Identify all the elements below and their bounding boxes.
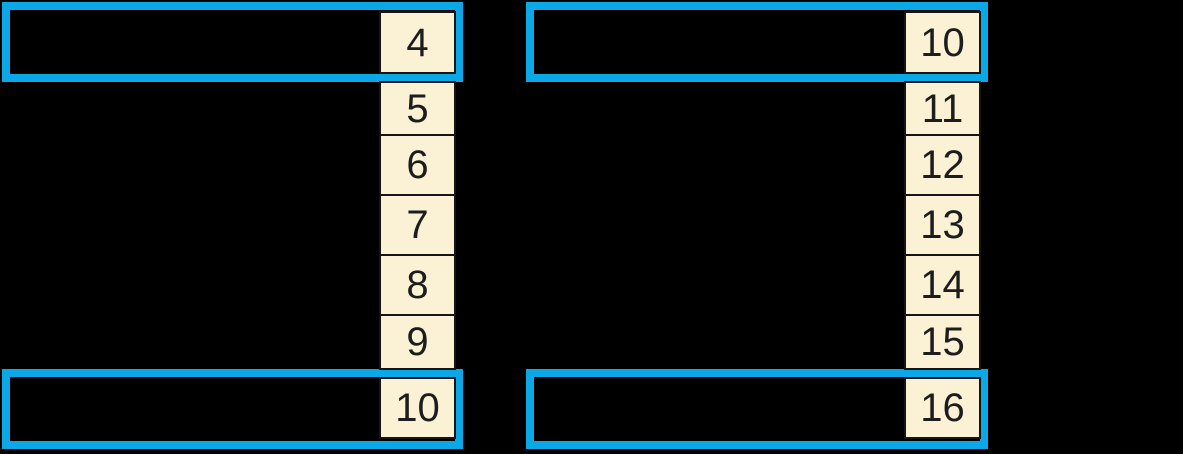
highlight-box-left-top bbox=[2, 2, 463, 82]
number-cell: 10 bbox=[379, 377, 456, 439]
number-cell: 10 bbox=[904, 11, 981, 74]
number-cell: 14 bbox=[904, 254, 981, 316]
number-cell: 9 bbox=[379, 314, 456, 370]
highlight-box-right-top bbox=[526, 2, 988, 82]
number-cell: 15 bbox=[904, 314, 981, 370]
highlight-box-right-bottom bbox=[526, 369, 988, 449]
number-cell: 4 bbox=[379, 11, 456, 74]
number-cell: 13 bbox=[904, 194, 981, 256]
highlight-box-left-bottom bbox=[2, 369, 463, 449]
number-cell: 16 bbox=[904, 377, 981, 439]
number-cell: 12 bbox=[904, 134, 981, 196]
number-cell: 6 bbox=[379, 134, 456, 196]
number-cell: 11 bbox=[904, 81, 981, 136]
